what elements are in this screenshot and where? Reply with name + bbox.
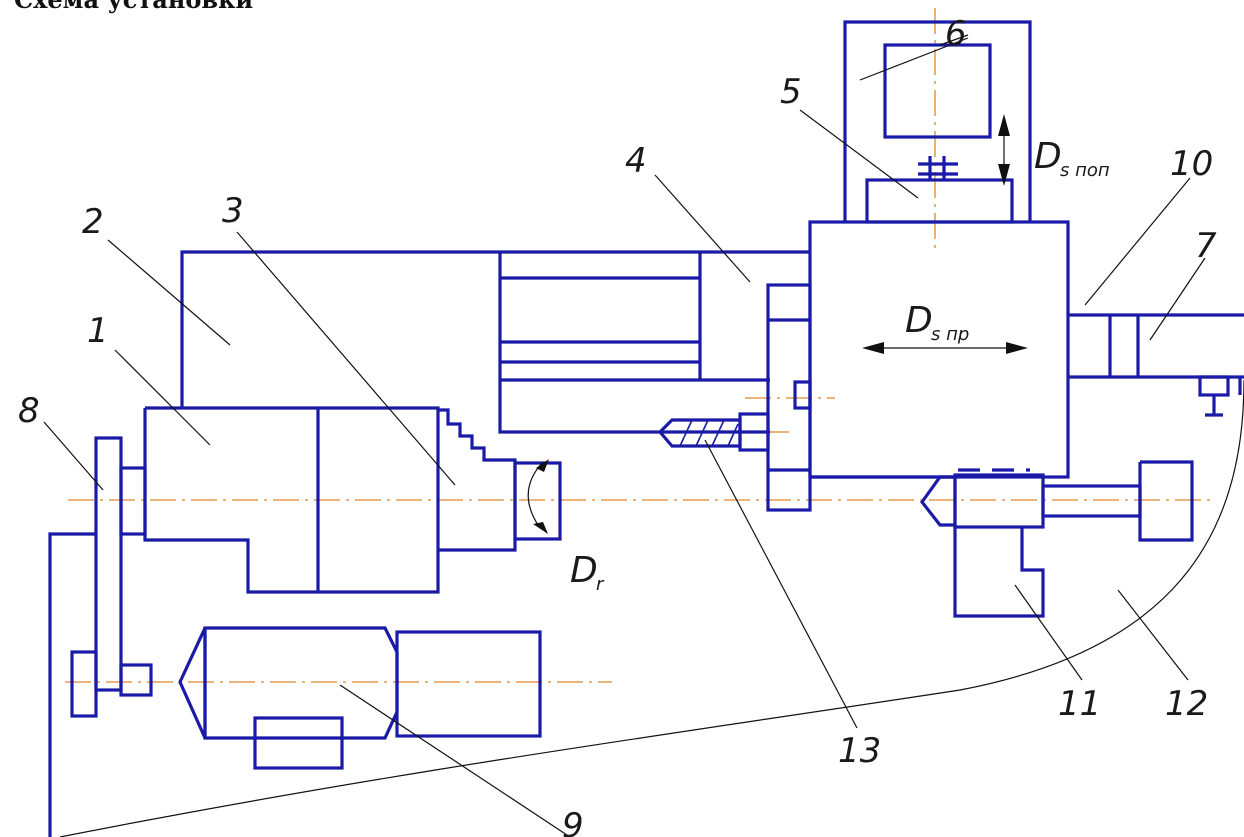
tailstock-spindle xyxy=(1041,484,1142,518)
label-1: 1 xyxy=(87,311,109,351)
leader-10 xyxy=(1084,177,1191,306)
label-11: 11 xyxy=(1058,684,1101,724)
motor-pulley-hub xyxy=(70,650,98,718)
tailstock-body xyxy=(953,527,1045,618)
label-13: 13 xyxy=(838,731,881,771)
leader-13 xyxy=(704,439,858,729)
rotation-arc xyxy=(527,461,544,529)
tailstock-centre-tip xyxy=(919,475,957,527)
tailstock-quill xyxy=(953,473,1045,529)
motor-cone xyxy=(178,627,207,739)
leader-1 xyxy=(114,349,211,446)
vertical-feed-arrowhead-down xyxy=(998,164,1010,186)
part-4-guides xyxy=(498,252,770,434)
part-5-nut-block xyxy=(865,178,1014,224)
position-labels: 1 2 3 4 5 6 7 8 9 10 11 12 13 xyxy=(18,14,1217,837)
leader-8 xyxy=(43,421,104,491)
label-dr: D xyxy=(570,550,598,591)
frame-outline xyxy=(180,250,810,408)
diagram-caption: Схема установки xyxy=(14,0,253,14)
leader-6-a xyxy=(939,34,969,46)
part-1-headstock xyxy=(143,406,440,594)
label-12: 12 xyxy=(1165,684,1208,724)
label-6: 6 xyxy=(945,14,967,54)
drill-flute xyxy=(679,419,693,447)
vertical-housing xyxy=(843,20,1032,222)
leader-9 xyxy=(339,684,571,837)
label-7: 7 xyxy=(1195,226,1217,266)
leader-2 xyxy=(107,239,231,346)
leader-lines xyxy=(43,34,1206,837)
workpiece xyxy=(513,461,562,541)
label-dspr-sub: s пр xyxy=(931,324,969,345)
label-4: 4 xyxy=(625,141,647,181)
leader-4 xyxy=(654,174,751,283)
part-11-tailstock xyxy=(919,460,1194,618)
ram-bolt-head xyxy=(1198,375,1230,397)
motor-terminal-box xyxy=(253,716,344,770)
label-2: 2 xyxy=(82,202,104,242)
part-2-frame xyxy=(180,250,810,408)
leader-5 xyxy=(799,109,919,199)
rotation-arrowhead xyxy=(533,522,548,534)
label-8: 8 xyxy=(18,391,40,431)
pulley-wheel xyxy=(94,436,123,692)
drill-flute xyxy=(727,423,739,447)
motion-labels: D r D s поп D s пр xyxy=(570,136,1110,595)
drill-flute xyxy=(695,419,709,447)
headstock-body xyxy=(143,406,440,594)
feed-motor xyxy=(883,43,992,139)
motor-shaft xyxy=(119,663,153,697)
longitudinal-feed-arrowhead-right xyxy=(1006,342,1028,354)
longitudinal-feed-arrowhead-left xyxy=(862,342,884,354)
vertical-feed-arrowhead-up xyxy=(998,114,1010,136)
part-13-drill xyxy=(658,412,770,452)
label-dspr: D xyxy=(905,300,933,341)
part-7-ram xyxy=(1068,313,1244,417)
label-dspop: D xyxy=(1034,136,1062,177)
tailstock-handwheel xyxy=(1138,460,1194,542)
label-9: 9 xyxy=(562,806,584,837)
part-8-pulley xyxy=(48,436,147,837)
part-12-boundary xyxy=(59,379,1244,837)
label-dspop-sub: s поп xyxy=(1060,160,1110,181)
part-3-chuck xyxy=(438,408,562,552)
label-5: 5 xyxy=(780,72,802,112)
leader-12 xyxy=(1117,589,1189,681)
motor-body xyxy=(203,626,399,740)
label-3: 3 xyxy=(222,191,244,231)
leader-7 xyxy=(1149,257,1206,341)
motor-end xyxy=(395,630,542,738)
guide-outline xyxy=(498,252,770,434)
belt-line xyxy=(48,532,96,837)
label-10: 10 xyxy=(1170,144,1213,184)
part-10-carriage xyxy=(766,220,1070,512)
rotation-arrowhead xyxy=(536,459,549,472)
leader-6 xyxy=(859,37,969,81)
drill-chuck xyxy=(738,412,770,452)
motion-arrows xyxy=(862,114,1028,354)
carriage-body xyxy=(808,220,1070,479)
plate-lug xyxy=(793,380,812,410)
pulley-hub xyxy=(119,466,147,536)
label-dr-sub: r xyxy=(596,574,605,595)
drill-flute xyxy=(711,419,725,447)
leader-3 xyxy=(236,231,456,486)
part-9-motor xyxy=(119,626,542,770)
part-6-vertical-unit xyxy=(843,20,1032,224)
leader-11 xyxy=(1014,584,1083,681)
